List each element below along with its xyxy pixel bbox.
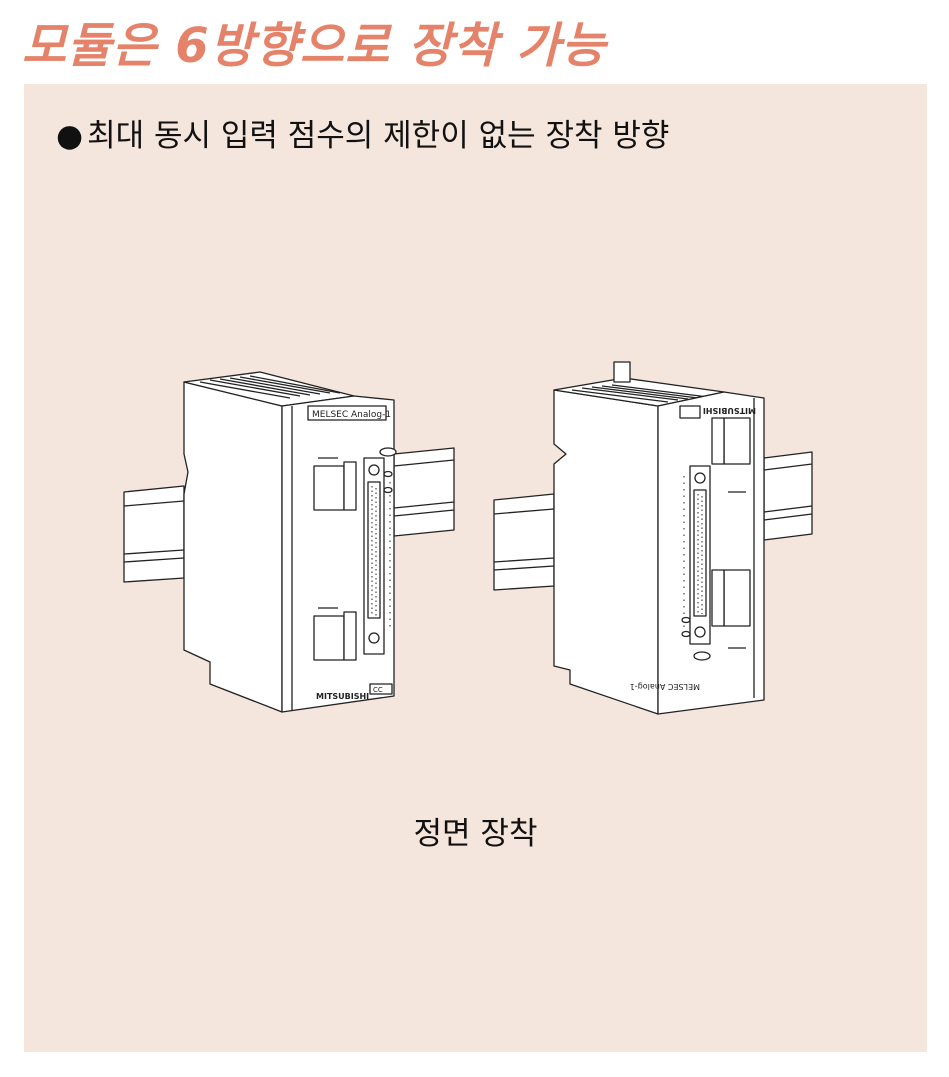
- din-rail-left-module: [123, 447, 455, 583]
- module-model-label: MELSEC Analog-1: [312, 410, 391, 420]
- right-module: MITSUBISHI: [553, 361, 765, 715]
- module-brand-label: MITSUBISHI: [316, 692, 369, 701]
- module-model-label-rotated: MELSEC Analog-1: [630, 682, 700, 691]
- left-module: MELSEC Analog-1: [183, 371, 397, 713]
- module-illustration: MELSEC Analog-1: [123, 361, 813, 715]
- bullet-heading: ●최대 동시 입력 점수의 제한이 없는 장착 방향: [56, 114, 669, 158]
- filled-circle-icon: ●: [56, 118, 84, 154]
- caption: 정면 장착: [413, 816, 538, 852]
- module-mark-label: CC: [373, 686, 383, 694]
- bullet-heading-text: 최대 동시 입력 점수의 제한이 없는 장착 방향: [87, 118, 670, 154]
- page-title: 모듈은 6방향으로 장착 가능: [22, 18, 607, 74]
- module-brand-label-rotated: MITSUBISHI: [703, 406, 756, 415]
- content-panel: ●최대 동시 입력 점수의 제한이 없는 장착 방향: [24, 84, 927, 1052]
- din-rail-right-module: [493, 451, 813, 591]
